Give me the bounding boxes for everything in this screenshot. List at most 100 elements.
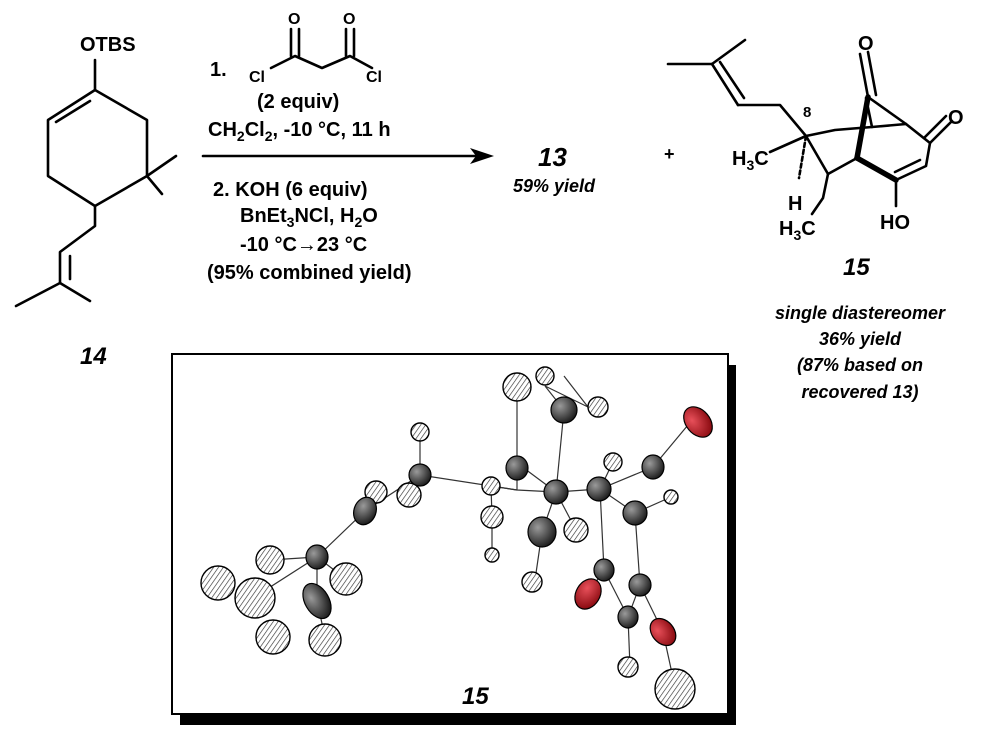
enol-double xyxy=(893,158,922,174)
h-atom xyxy=(480,505,504,529)
product15-number: 15 xyxy=(843,254,870,281)
step2-line3: -10 °C→23 °C xyxy=(240,234,367,256)
locant-8: 8 xyxy=(803,104,811,121)
h-atom xyxy=(654,668,696,710)
reaction-conditions: 1. O O Cl Cl (2 equiv) CH2Cl2, -10 °C, 1… xyxy=(201,11,494,284)
h-atom xyxy=(617,656,639,678)
o-right-label: O xyxy=(948,107,964,129)
malonyl-o-left: O xyxy=(288,11,300,28)
core-bond-c xyxy=(866,95,908,126)
product13-yield: 59% yield xyxy=(513,176,596,196)
h-label: H xyxy=(788,193,802,215)
note-line2: 36% yield xyxy=(819,329,902,349)
h-atom xyxy=(535,366,555,386)
malonyl-backbone xyxy=(269,54,374,70)
core-bond-b xyxy=(826,156,859,176)
prenyl15-chain xyxy=(736,103,808,138)
h-atom xyxy=(410,422,430,442)
product-13: 13 59% yield xyxy=(513,142,596,196)
crystal-structure-panel: 15 xyxy=(171,353,736,725)
step2-line2: BnEt3NCl, H2O xyxy=(240,205,378,230)
core-bond-a xyxy=(804,134,830,176)
step1-number: 1. xyxy=(210,59,227,81)
c-atom xyxy=(641,454,665,480)
malonyl-o-right: O xyxy=(343,11,355,28)
core-bond-wedge xyxy=(854,94,871,161)
step1-conditions: CH2Cl2, -10 °C, 11 h xyxy=(208,119,391,144)
c-atom xyxy=(527,516,557,548)
enol-bond xyxy=(894,141,932,182)
h-atom xyxy=(255,545,285,575)
step1-equiv: (2 equiv) xyxy=(257,91,339,113)
step2-line1: 2. KOH (6 equiv) xyxy=(213,179,367,201)
c-atom xyxy=(543,479,569,505)
malonyl-cl-left: Cl xyxy=(249,69,265,86)
note-line1: single diastereomer xyxy=(775,303,946,323)
methyl-bottom-bond xyxy=(810,172,830,216)
ortep-carbons xyxy=(302,396,665,629)
h-dashed-bond xyxy=(797,134,808,180)
ketone-right-bond-2 xyxy=(922,114,948,140)
product-15-structure: 8 O O H3C H H3C HO 15 single diastereome… xyxy=(666,33,964,402)
c-atom xyxy=(628,573,652,597)
o-top-label: O xyxy=(858,33,874,55)
prenyl15-methyl-2 xyxy=(710,38,747,66)
plus-sign: + xyxy=(664,144,675,164)
core-bond-d xyxy=(904,122,932,145)
methyl-bond-2 xyxy=(145,174,164,196)
ketone-top-bond xyxy=(858,52,870,99)
reaction-arrow-head xyxy=(470,148,494,164)
prenyl15-double xyxy=(710,62,740,107)
h3c-top-label: H3C xyxy=(732,148,769,173)
prenyl-methyl-2 xyxy=(58,281,92,303)
prenyl-chain xyxy=(58,204,97,285)
core-bond-methyl xyxy=(768,134,808,154)
ketone-top-bond-2 xyxy=(866,50,878,97)
h-atom xyxy=(200,565,236,601)
h-atom xyxy=(396,482,422,508)
ring-double-bond xyxy=(54,99,92,124)
crystal-label: 15 xyxy=(462,683,489,710)
o-atom-ketone xyxy=(574,578,602,610)
bridge-top xyxy=(804,122,908,138)
panel-frame xyxy=(171,353,729,715)
ketone-right-bond xyxy=(928,119,954,145)
ho-label: HO xyxy=(880,212,910,234)
prenyl15-double-2 xyxy=(718,60,746,100)
c-atom xyxy=(302,582,332,620)
c-atom xyxy=(593,558,615,582)
h-atom xyxy=(521,571,543,593)
h-atom xyxy=(308,623,342,657)
h-atom xyxy=(563,517,589,543)
prenyl-methyl-1 xyxy=(14,281,62,308)
note-line4: recovered 13) xyxy=(801,382,918,402)
methyl-bond-1 xyxy=(145,154,178,178)
product13-number: 13 xyxy=(538,142,567,172)
c-atom xyxy=(550,396,578,424)
h-atom xyxy=(502,372,532,402)
malonyl-cl-right: Cl xyxy=(366,69,382,86)
cyclohexene-ring xyxy=(46,88,149,208)
step2-line4: (95% combined yield) xyxy=(207,262,412,284)
h-atom xyxy=(587,396,609,418)
h-atom xyxy=(603,452,623,472)
h-atom xyxy=(484,547,500,563)
h-atom xyxy=(255,619,291,655)
core-bond-wedge-2 xyxy=(854,155,899,183)
c-atom xyxy=(617,605,639,629)
core-bridge-inner xyxy=(864,96,874,129)
c-atom xyxy=(305,544,329,570)
c-atom xyxy=(505,455,529,481)
h-atom xyxy=(234,577,276,619)
note-line3: (87% based on xyxy=(797,355,923,375)
reactant-14-structure: OTBS 14 xyxy=(14,34,178,370)
ortep-oxygens xyxy=(574,406,713,647)
o-atom-ketone xyxy=(683,406,713,438)
c-atom xyxy=(408,463,432,487)
otbs-label: OTBS xyxy=(80,34,136,56)
h-atom xyxy=(663,489,679,505)
reactant-number: 14 xyxy=(80,343,107,370)
c-atom xyxy=(353,496,377,526)
c-atom xyxy=(586,476,612,502)
